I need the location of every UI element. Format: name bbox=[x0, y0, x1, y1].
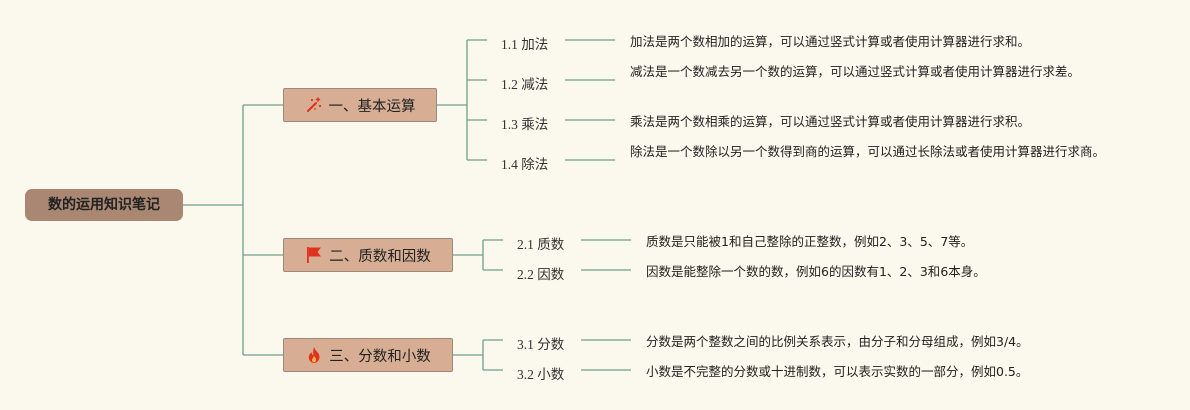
branch-label: 二、质数和因数 bbox=[329, 248, 431, 265]
description-multiplication: 乘法是两个数相乘的运算，可以通过竖式计算或者使用计算器进行求积。 bbox=[630, 114, 1031, 129]
sub-item-fractions[interactable]: 3.1 分数 bbox=[517, 337, 565, 352]
description-decimals: 小数是不完整的分数或十进制数，可以表示实数的一部分，例如0.5。 bbox=[646, 364, 1029, 379]
sub-item-primes[interactable]: 2.1 质数 bbox=[517, 237, 565, 252]
fire-icon bbox=[305, 346, 323, 364]
description-subtraction: 减法是一个数减去另一个数的运算，可以通过竖式计算或者使用计算器进行求差。 bbox=[630, 64, 1081, 79]
description-primes: 质数是只能被1和自己整除的正整数，例如2、3、5、7等。 bbox=[646, 234, 974, 249]
branch-label: 三、分数和小数 bbox=[329, 348, 431, 365]
branch-primes-and-factors[interactable]: 二、质数和因数 bbox=[283, 238, 453, 272]
red-flag-icon bbox=[305, 246, 323, 264]
sub-item-division[interactable]: 1.4 除法 bbox=[501, 157, 549, 172]
root-node[interactable]: 数的运用知识笔记 bbox=[25, 189, 183, 221]
magic-wand-icon bbox=[305, 96, 323, 114]
root-node-label: 数的运用知识笔记 bbox=[48, 197, 160, 213]
branch-label: 一、基本运算 bbox=[328, 98, 416, 115]
sub-item-subtraction[interactable]: 1.2 减法 bbox=[501, 77, 549, 92]
description-division: 除法是一个数除以另一个数得到商的运算，可以通过长除法或者使用计算器进行求商。 bbox=[630, 144, 1106, 159]
description-factors: 因数是能整除一个数的数，例如6的因数有1、2、3和6本身。 bbox=[646, 264, 986, 279]
sub-item-addition[interactable]: 1.1 加法 bbox=[501, 37, 549, 52]
branch-fractions-and-decimals[interactable]: 三、分数和小数 bbox=[283, 338, 453, 372]
sub-item-factors[interactable]: 2.2 因数 bbox=[517, 267, 565, 282]
branch-basic-operations[interactable]: 一、基本运算 bbox=[283, 88, 437, 122]
sub-item-decimals[interactable]: 3.2 小数 bbox=[517, 367, 565, 382]
sub-item-multiplication[interactable]: 1.3 乘法 bbox=[501, 117, 549, 132]
description-addition: 加法是两个数相加的运算，可以通过竖式计算或者使用计算器进行求和。 bbox=[630, 34, 1031, 49]
description-fractions: 分数是两个整数之间的比例关系表示，由分子和分母组成，例如3/4。 bbox=[646, 334, 1029, 349]
